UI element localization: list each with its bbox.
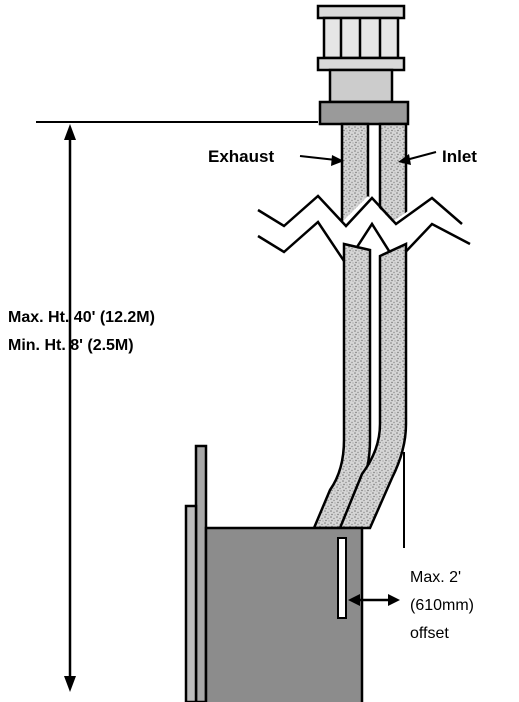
termination-cap xyxy=(316,4,410,126)
offset-slot xyxy=(337,537,347,619)
min-height-label: Min. Ht. 8' (2.5M) xyxy=(8,337,134,354)
offset-arrow xyxy=(348,594,400,606)
inlet-leader-arrow xyxy=(398,151,437,165)
inlet-label: Inlet xyxy=(442,147,477,166)
exhaust-leader-arrow xyxy=(299,155,344,166)
max-height-label: Max. Ht. 40' (12.2M) xyxy=(8,309,155,326)
offset-label-line3: offset xyxy=(410,625,449,642)
wall-section xyxy=(184,444,208,702)
offset-label-line1: Max. 2' xyxy=(410,569,461,586)
fireplace-body xyxy=(204,526,364,702)
height-dimension xyxy=(36,121,318,692)
break-band xyxy=(258,196,470,264)
exhaust-label: Exhaust xyxy=(208,147,274,166)
offset-label-line2: (610mm) xyxy=(410,597,474,614)
break-lines xyxy=(257,194,471,267)
inlet-pipe-lower xyxy=(338,242,408,530)
